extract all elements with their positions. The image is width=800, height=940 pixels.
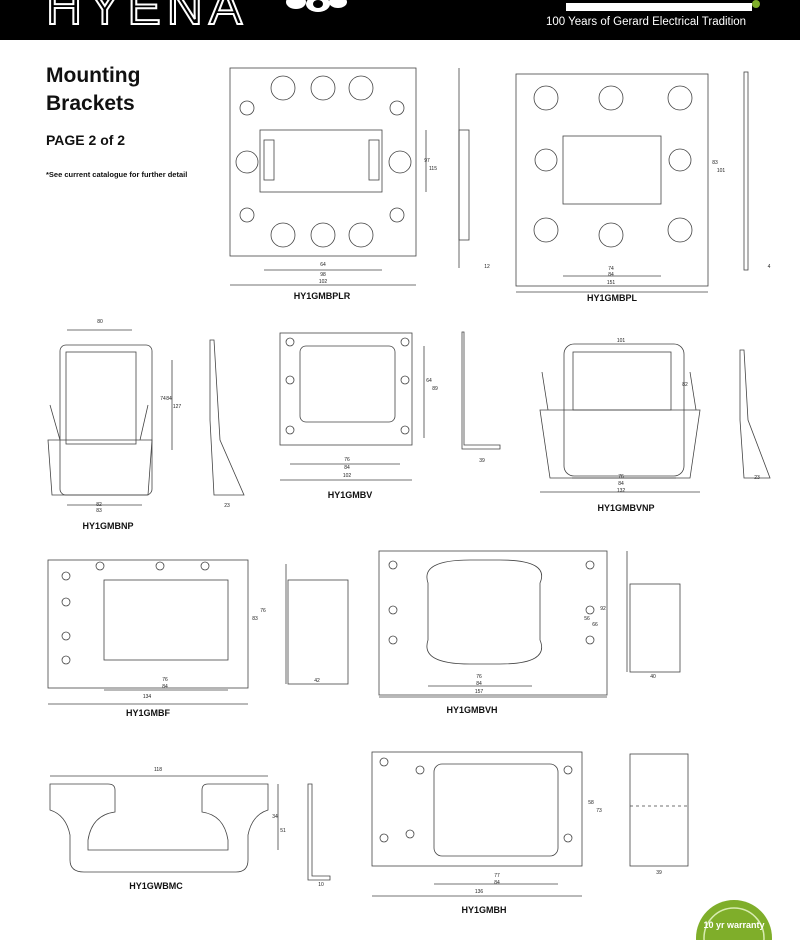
dim-label: 76 — [260, 608, 266, 614]
dim-label: 84 — [494, 880, 500, 886]
dim-label: 84 — [618, 481, 624, 487]
product-label-hy1gmbf: HY1GMBF — [125, 708, 170, 718]
product-label-hy1gmbplr: HY1GMBPLR — [293, 291, 351, 301]
dim-label: 102 — [342, 473, 352, 479]
header-bar: HYENA 100 Years of Gerard Electrical Tra… — [0, 0, 800, 40]
product-label-hy1gmbnp: HY1GMBNP — [82, 521, 134, 531]
dim-label: 40 — [650, 674, 656, 680]
dim-label: 56 — [584, 616, 590, 622]
dim-label: 64 — [320, 262, 326, 268]
drawing-hy1gmbplr — [229, 67, 470, 286]
dim-label: 76 — [344, 457, 350, 463]
tagline: 100 Years of Gerard Electrical Tradition — [546, 16, 747, 28]
dim-label: 134 — [142, 694, 152, 700]
drawing-hy1gmbpl — [515, 71, 749, 293]
dim-label: 23 — [754, 475, 760, 481]
dim-label: 84 — [166, 396, 172, 402]
dim-label: 151 — [606, 280, 616, 286]
header-accent-bar — [566, 3, 752, 11]
dim-label: 51 — [280, 828, 286, 834]
dim-label: 101 — [716, 168, 726, 174]
dim-label: 73 — [596, 808, 602, 814]
dim-label: 118 — [154, 767, 162, 773]
drawing-hy1gmbv — [279, 331, 501, 481]
dim-label: 82 — [96, 502, 102, 508]
dim-label: 66 — [592, 622, 598, 628]
dim-label: 4 — [767, 264, 771, 270]
dim-label: 98 — [320, 272, 326, 278]
catalogue-note: *See current catalogue for further detai… — [46, 170, 188, 179]
dim-label: 132 — [616, 488, 626, 494]
title-line-2: Brackets — [46, 92, 135, 115]
dim-label: 102 — [318, 279, 328, 285]
dim-label: 76 — [162, 677, 168, 683]
product-label-hy1gwbmc: HY1GWBMC — [129, 881, 183, 891]
product-label-hy1gmbh: HY1GMBH — [461, 905, 507, 915]
dim-label: 136 — [474, 889, 484, 895]
dim-label: 115 — [429, 166, 437, 172]
dim-label: 23 — [224, 503, 230, 509]
seal-text: 10 yr warranty — [703, 920, 764, 930]
dim-label: 42 — [314, 678, 320, 684]
registered-mark — [752, 0, 760, 8]
hyena-logo-icon — [286, 0, 347, 12]
dim-label: 34 — [272, 814, 278, 820]
drawing-hy1gwbmc — [49, 775, 331, 881]
drawing-hy1gmbf — [47, 559, 349, 705]
title-line-1: Mounting — [46, 64, 141, 87]
product-label-hy1gmbvh: HY1GMBVH — [446, 705, 498, 715]
product-label-hy1gmbvnp: HY1GMBVNP — [597, 503, 655, 513]
dim-label: 80 — [97, 319, 103, 325]
drawing-hy1gmbh — [371, 751, 689, 897]
dim-label: 39 — [479, 458, 485, 464]
dim-label: 84 — [344, 465, 350, 471]
dim-label: 76 — [618, 474, 624, 480]
warranty-seal-icon: 10 yr warranty — [696, 900, 772, 940]
dim-label: 10 — [318, 882, 324, 888]
dim-label: 84 — [476, 681, 482, 687]
dim-label: 58 — [588, 800, 594, 806]
drawing-hy1gmbvh — [378, 550, 681, 698]
dim-label: 77 — [494, 873, 500, 879]
drawing-hy1gmbnp — [47, 329, 245, 506]
brand-logo: HYENA — [45, 0, 249, 36]
dim-label: 83 — [96, 508, 102, 514]
dim-label: 157 — [474, 689, 484, 695]
dim-label: 64 — [426, 378, 432, 384]
page-number: PAGE 2 of 2 — [46, 132, 126, 148]
dim-label: 92 — [600, 606, 606, 612]
dim-label: 74 — [160, 396, 166, 402]
dim-label: 39 — [656, 870, 662, 876]
dim-label: 101 — [616, 338, 626, 344]
product-label-hy1gmbv: HY1GMBV — [327, 490, 373, 500]
product-label-hy1gmbpl: HY1GMBPL — [586, 293, 637, 303]
dim-label: 89 — [432, 386, 438, 392]
drawing-hy1gmbvnp — [539, 343, 771, 493]
dim-label: 83 — [712, 160, 718, 166]
page-title: Mounting Brackets — [46, 62, 140, 118]
dim-label: 82 — [682, 382, 688, 388]
dim-label: 84 — [162, 684, 168, 690]
dim-label: 83 — [252, 616, 258, 622]
dim-label: 127 — [172, 404, 182, 410]
dim-label: 84 — [608, 272, 614, 278]
dim-label: 74 — [608, 266, 614, 272]
dim-label: 76 — [476, 674, 482, 680]
dim-label: 12 — [484, 264, 490, 270]
dim-label: 97 — [424, 158, 430, 164]
